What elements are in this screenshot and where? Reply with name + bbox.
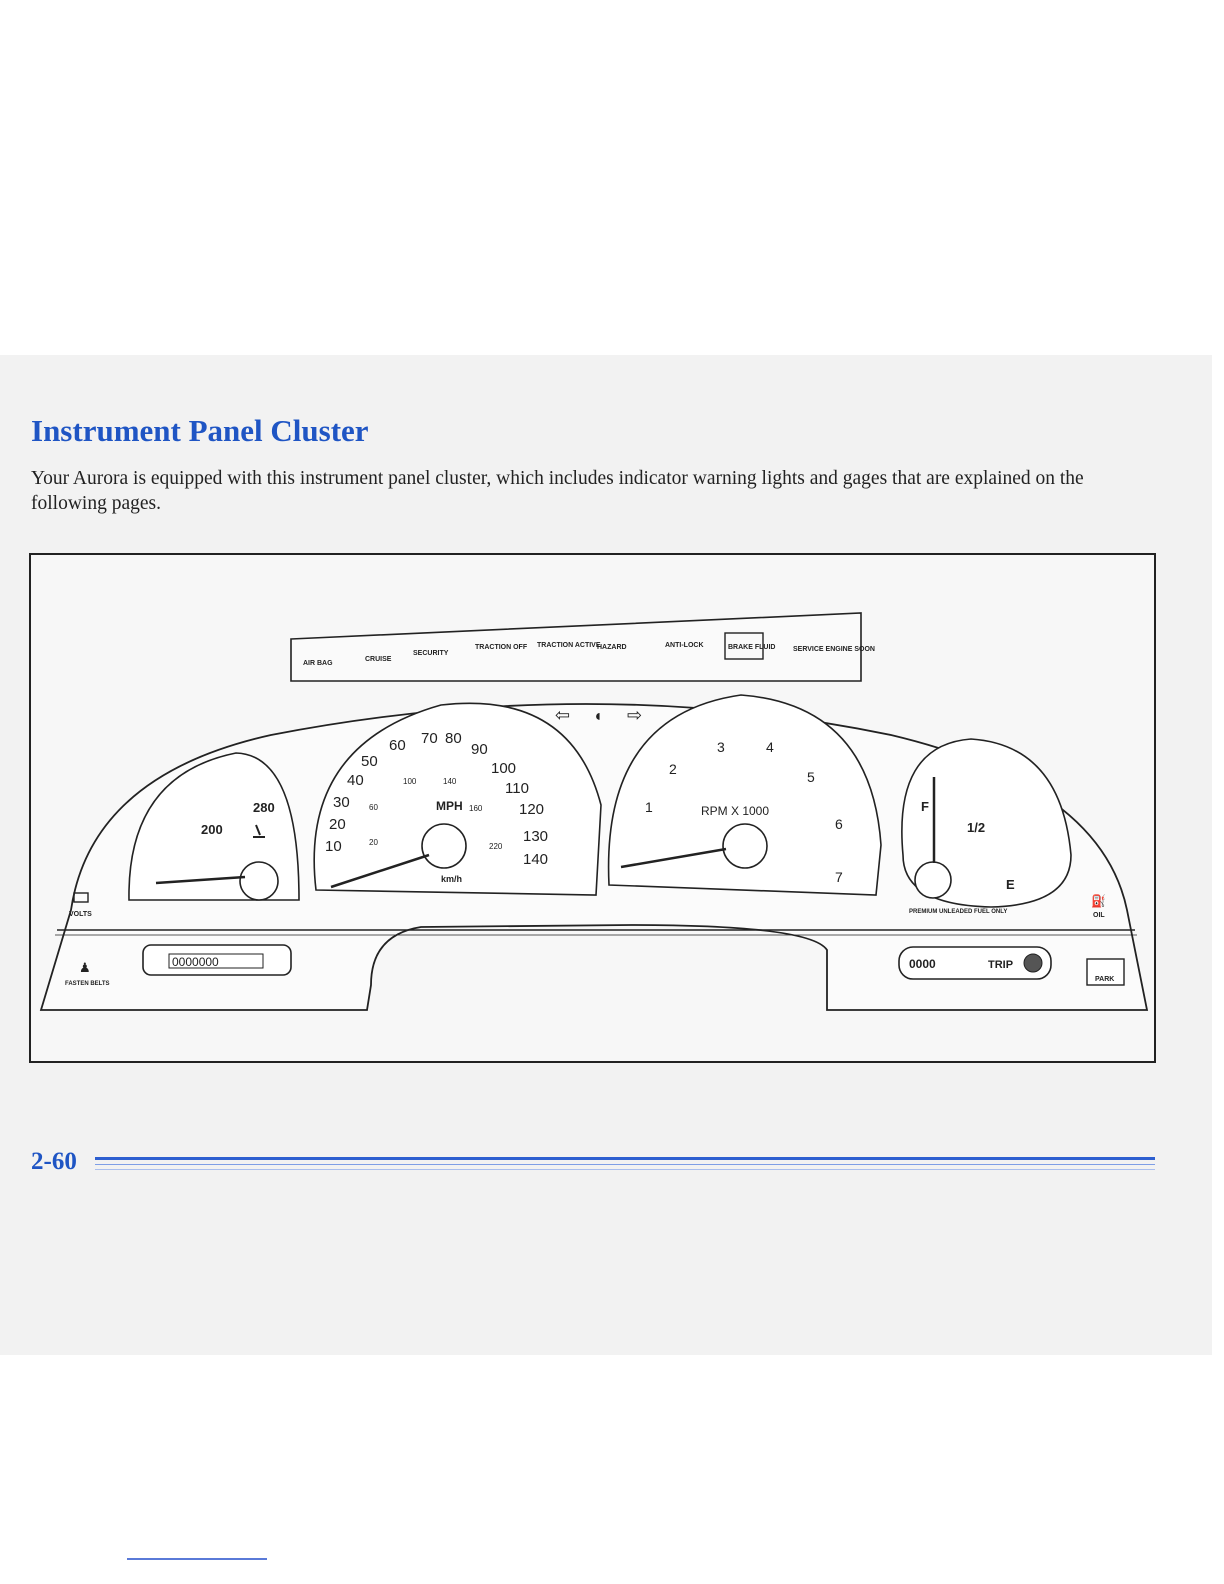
oil-can-icon: ⛽ [1091,894,1106,908]
kmh-unit-label: km/h [441,874,462,884]
mph-tick: 120 [519,801,544,818]
fuel-note: PREMIUM UNLEADED FUEL ONLY [909,909,1007,915]
right-turn-signal-icon: ⇨ [627,705,642,725]
mph-tick: 40 [347,772,364,789]
kmh-tick: 140 [443,777,457,786]
battery-icon [73,892,89,903]
mph-tick: 50 [361,753,378,770]
rpm-tick: 6 [835,816,843,832]
fuel-gage: F 1/2 E PREMIUM UNLEADED FUEL ONLY [901,738,1072,915]
volts-label: VOLTS [69,911,92,918]
mph-tick: 90 [471,741,488,758]
mph-tick: 70 [421,730,438,747]
rpm-tick: 5 [807,769,815,785]
oil-label: OIL [1093,912,1105,919]
rpm-tick: 7 [835,869,843,885]
fuel-half-label: 1/2 [967,820,985,835]
kmh-tick: 100 [403,777,417,786]
temp-tick-200: 200 [201,822,223,837]
indicator-label: BRAKE FLUID [728,644,775,651]
section-title: Instrument Panel Cluster [31,413,369,448]
odometer-digits: 0000000 [172,955,219,969]
indicator-label: ANTI-LOCK [665,642,704,649]
indicator-label: SERVICE ENGINE SOON [793,646,875,653]
mph-tick: 30 [333,794,350,811]
mph-unit-label: MPH [436,799,463,813]
indicator-label: TRACTION ACTIVE [537,642,601,649]
instrument-cluster-figure: AIR BAG CRUISE SECURITY TRACTION OFF TRACTIO… [29,553,1156,1063]
intro-paragraph: Your Aurora is equipped with this instru… [31,468,1084,514]
fasten-belts-label: FASTEN BELTS [65,981,110,987]
kmh-tick: 160 [469,804,483,813]
park-label: PARK [1095,976,1114,983]
fuel-full-label: F [921,799,929,814]
bottom-mark [127,1558,267,1560]
trip-frame [898,946,1052,980]
temperature-gage: 200 280 [128,752,300,901]
mph-tick: 10 [325,838,342,855]
temp-tick-280: 280 [253,800,275,815]
trip-digits: 0000 [909,957,936,971]
mph-tick: 20 [329,816,346,833]
footer-rule-faint [95,1169,1155,1170]
indicator-label: HAZARD [597,644,627,651]
seat-belt-icon: ♟ [79,960,91,975]
trip-label: TRIP [988,959,1013,971]
fuel-empty-label: E [1006,877,1015,892]
mph-tick: 130 [523,828,548,845]
indicator-strip [290,612,862,682]
page-number: 2-60 [31,1148,77,1175]
park-brake-box [1086,958,1125,986]
trip-reset-knob[interactable] [1023,953,1043,973]
indicator-label: CRUISE [365,656,392,663]
brake-fluid-box [724,632,764,660]
mph-tick: 60 [389,737,406,754]
kmh-tick: 220 [489,842,503,851]
rpm-tick: 4 [766,739,774,755]
footer-rule-thin [95,1164,1155,1165]
rpm-label: RPM X 1000 [701,804,769,818]
footer-rule [95,1157,1155,1160]
rpm-tick: 3 [717,739,725,755]
mph-tick: 110 [505,780,529,797]
coolant-temp-icon [253,824,265,838]
odometer-window [168,953,264,969]
high-beam-icon: ◖ [593,708,603,725]
mph-tick: 140 [523,851,548,868]
indicator-label: AIR BAG [303,660,333,667]
indicator-label: SECURITY [413,650,449,657]
indicator-label: TRACTION OFF [475,644,528,651]
left-turn-signal-icon: ⇦ [555,705,570,725]
mph-tick: 80 [445,730,462,747]
mph-tick: 100 [491,760,516,777]
kmh-tick: 20 [369,838,378,847]
rpm-tick: 1 [645,799,653,815]
rpm-tick: 2 [669,761,677,777]
kmh-tick: 60 [369,803,378,812]
cluster-drawing: AIR BAG CRUISE SECURITY TRACTION OFF TRACTIO… [39,612,1149,1011]
tachometer: 1 2 3 4 5 6 7 RPM X 1000 [607,694,882,896]
